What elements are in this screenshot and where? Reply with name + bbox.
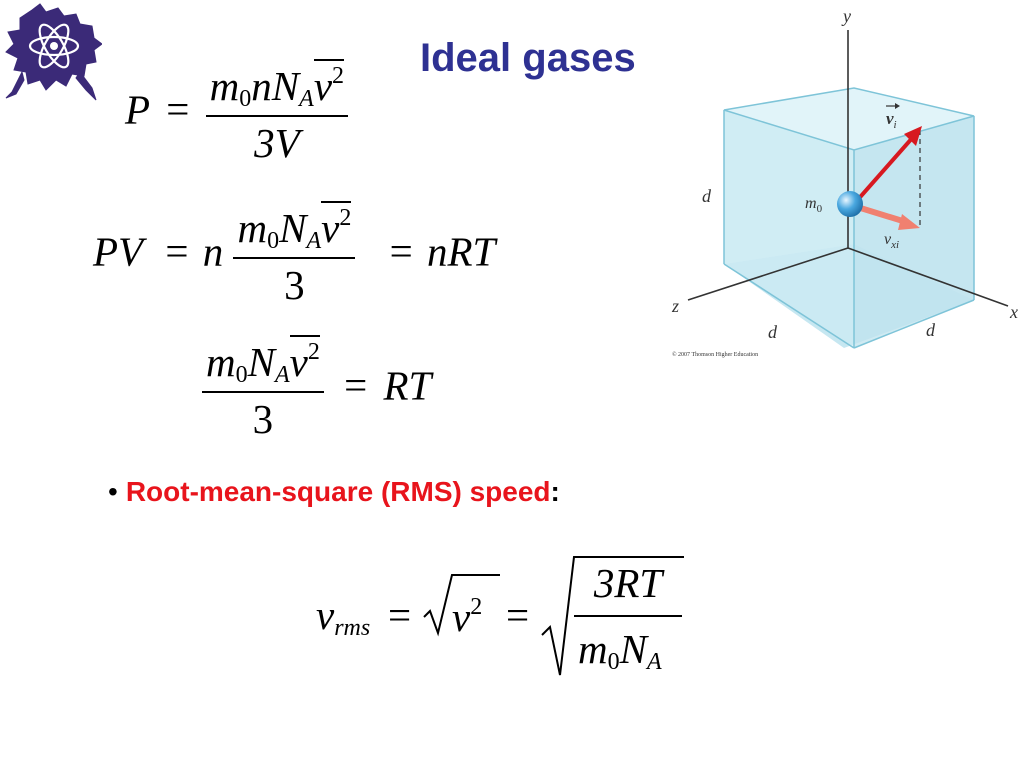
eq4-den-m-sub: 0 — [607, 649, 620, 675]
eq2-lhs: PV — [93, 228, 144, 275]
eq2-v: v — [321, 205, 340, 251]
eq4-mid-group: v2 — [452, 595, 482, 638]
vxi-label: vxi — [884, 231, 899, 251]
vi-label-main: v — [886, 109, 894, 128]
eq1-v-sup: 2 — [332, 63, 345, 89]
eq4-lhs-sub: rms — [334, 615, 371, 641]
eq2-m: m — [237, 205, 268, 251]
eq1-N: N — [271, 63, 300, 109]
eq4-denominator: m0NA — [578, 626, 662, 675]
molecule-sphere — [837, 191, 863, 217]
eq4-mid-v: v — [452, 594, 471, 640]
eq4-lhs-group: vrms — [316, 592, 371, 641]
eq1-numerator: m0nNAv2 — [205, 59, 349, 117]
equation-pv: PV = n m0NAv2 3 = nRT — [93, 201, 496, 308]
eq2-equals2: = — [389, 228, 413, 275]
edge-label-d-left: d — [702, 186, 712, 206]
cube-figure: y x z d d d m0 vi vxi © 2007 Thomson Hig… — [671, 6, 1018, 358]
eq1-equals: = — [166, 86, 190, 133]
eq3-rhs: RT — [383, 362, 432, 409]
eq1-fraction: m0nNAv2 3V — [205, 59, 349, 164]
edge-label-d-bottom-right: d — [926, 320, 936, 340]
rms-bullet: •Root-mean-square (RMS) speed: — [108, 476, 560, 508]
eq2-denominator: 3 — [284, 262, 305, 308]
figure-copyright: © 2007 Thomson Higher Education — [672, 351, 758, 358]
bullet-marker: • — [108, 476, 118, 507]
vi-vector-mark-head — [895, 103, 900, 109]
axis-label-z: z — [671, 296, 679, 316]
m0-label: m0 — [805, 195, 823, 215]
vi-label-sub: i — [894, 119, 897, 131]
eq1-n: n — [251, 63, 272, 109]
vi-arrow — [852, 134, 916, 206]
eq4-fraction-bar — [574, 615, 682, 617]
vxi-label-main: v — [884, 231, 892, 248]
m0-label-sub: 0 — [817, 203, 823, 215]
horned-frog-atom-logo-icon — [5, 3, 102, 101]
eq4-den-N: N — [619, 626, 647, 672]
eq2-rhs: nRT — [426, 228, 496, 275]
eq1-lhs: P — [125, 86, 151, 133]
eq4-equals: = — [388, 592, 412, 638]
eq3-v-bar: v2 — [289, 335, 320, 385]
eq1-den: 3V — [254, 120, 300, 166]
slide-title: Ideal gases — [420, 36, 636, 80]
eq2-v-bar: v2 — [321, 201, 352, 251]
eq2-v-sup: 2 — [339, 205, 352, 231]
bullet-text-colon: : — [550, 476, 560, 507]
bullet-text-red: Root-mean-square (RMS) speed — [125, 476, 551, 507]
eq3-denominator: 3 — [252, 396, 274, 442]
cube-edges — [723, 87, 975, 349]
eq3-N: N — [247, 339, 275, 385]
large-radical-icon — [541, 556, 684, 676]
eq4-numerator: 3RT — [578, 563, 678, 604]
eq4-num: 3RT — [593, 560, 663, 606]
eq3-v-sup: 2 — [307, 339, 320, 365]
axis-label-y: y — [841, 6, 851, 26]
eq2-equals: = — [165, 228, 189, 275]
eq3-numerator: m0NAv2 — [202, 335, 324, 393]
eq4-lhs: v — [316, 592, 335, 638]
eq1-m-sub: 0 — [239, 86, 252, 112]
eq3-fraction: m0NAv2 3 — [202, 335, 324, 442]
vxi-arrowhead — [898, 214, 920, 230]
eq3-m-sub: 0 — [235, 362, 248, 388]
eq4-den-m: m — [578, 626, 608, 672]
eq3-v: v — [289, 339, 308, 385]
eq2-coef: n — [202, 228, 224, 275]
eq3-equals: = — [344, 362, 368, 409]
eq4-mid-v-sup: 2 — [470, 594, 483, 620]
vxi-arrow — [853, 203, 907, 225]
eq1-m: m — [209, 63, 240, 109]
eq1-v-bar: v2 — [313, 59, 345, 109]
axis-label-x: x — [1009, 302, 1018, 322]
cube-front-left — [724, 110, 854, 348]
eq2-N: N — [279, 205, 307, 251]
vi-label: vi — [886, 109, 897, 131]
eq4-den-N-sub: A — [646, 649, 662, 675]
equation-rt: m0NAv2 3 = RT — [202, 335, 432, 442]
vxi-label-sub: xi — [890, 239, 899, 251]
eq2-numerator: m0NAv2 — [233, 201, 356, 259]
eq2-m-sub: 0 — [267, 228, 280, 254]
eq1-denominator: 3V — [206, 117, 348, 164]
vi-arrowhead — [904, 126, 922, 146]
eq1-v: v — [313, 63, 333, 109]
small-radical-icon — [423, 574, 500, 637]
eq3-N-sub: A — [274, 362, 290, 388]
m0-label-main: m — [805, 195, 817, 212]
equation-pressure: P = m0nNAv2 3V — [125, 59, 349, 164]
eq4-equals2: = — [506, 592, 530, 638]
eq2-N-sub: A — [306, 228, 322, 254]
eq2-fraction: m0NAv2 3 — [233, 201, 356, 308]
cube-front-right — [854, 116, 974, 348]
eq3-m: m — [206, 339, 236, 385]
cube-top — [724, 88, 974, 150]
eq1-N-sub: A — [299, 86, 314, 112]
edge-label-d-bottom-left: d — [768, 322, 778, 342]
